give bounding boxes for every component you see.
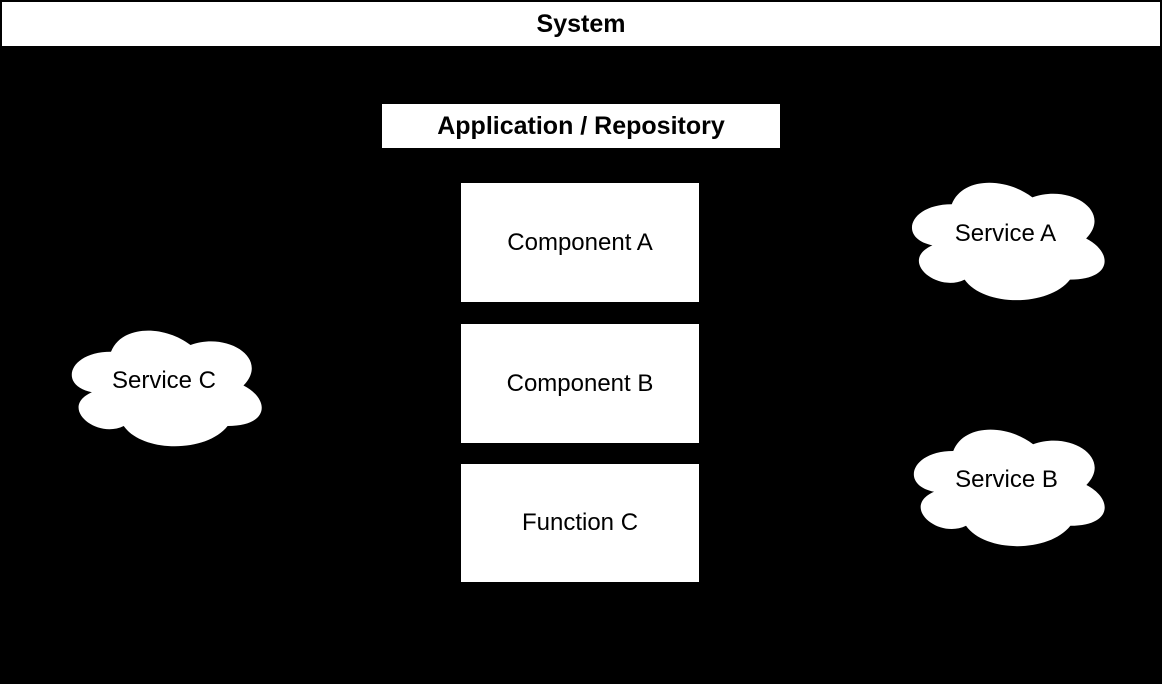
function-c-box: Function C (461, 464, 699, 582)
system-container-bar: System (0, 0, 1162, 48)
application-repository-label: Application / Repository (437, 111, 725, 140)
application-repository-box: Application / Repository (382, 104, 780, 148)
system-title: System (536, 9, 626, 38)
service-c-label: Service C (111, 366, 217, 394)
component-a-box: Component A (461, 183, 699, 302)
component-b-box: Component B (461, 324, 699, 443)
service-c-cloud: Service C (58, 318, 270, 453)
component-b-label: Component B (506, 369, 654, 397)
service-a-label: Service A (954, 219, 1057, 247)
cloud-icon (911, 182, 1105, 301)
cloud-icon (913, 429, 1105, 547)
service-b-label: Service B (955, 466, 1058, 493)
function-c-label: Function C (521, 509, 639, 536)
cloud-icon (71, 330, 262, 447)
service-b-cloud: Service B (900, 417, 1113, 553)
service-a-cloud: Service A (898, 170, 1113, 307)
component-a-label: Component A (507, 228, 653, 256)
